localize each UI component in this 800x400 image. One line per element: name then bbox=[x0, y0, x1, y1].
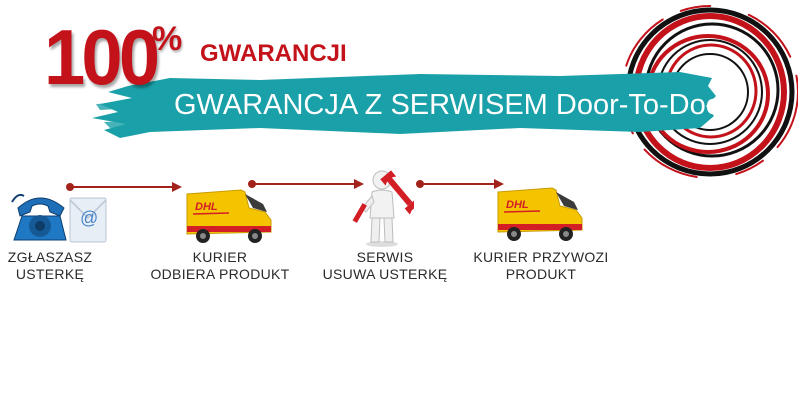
flow-arrow-3 bbox=[416, 179, 504, 189]
dhl-van-icon: DHL bbox=[186, 189, 272, 243]
svg-text:@: @ bbox=[80, 208, 98, 228]
step-2-line1: KURIER bbox=[192, 249, 248, 265]
banner-title: GWARANCJA Z SERWISEM Door-To-Door bbox=[174, 89, 732, 121]
percent-sign: % bbox=[152, 20, 183, 58]
email-icon: @ bbox=[69, 197, 107, 243]
step-3-label: SERWIS USUWA USTERKĘ bbox=[320, 249, 450, 283]
step-1-line1: ZGŁASZASZ bbox=[7, 249, 93, 265]
step-3-line2: USUWA USTERKĘ bbox=[322, 266, 448, 283]
service-man-wrench-icon bbox=[352, 170, 414, 247]
teal-brush-stroke bbox=[92, 72, 716, 138]
guarantee-word: GWARANCJI bbox=[200, 40, 347, 67]
step-1-label: ZGŁASZASZ USTERKĘ bbox=[0, 249, 110, 283]
phone-and-email-icon: @ bbox=[11, 193, 107, 243]
step-1-line2: USTERKĘ bbox=[15, 266, 85, 283]
step-4-line1: KURIER PRZYWOZI bbox=[473, 249, 609, 265]
step-4-label: KURIER PRZYWOZI PRODUKT bbox=[466, 249, 616, 283]
step-4-line2: PRODUKT bbox=[505, 266, 577, 283]
dhl-van-icon-return: DHL bbox=[497, 187, 583, 241]
dhl-logo-text: DHL bbox=[506, 199, 529, 211]
step-3-line1: SERWIS bbox=[356, 249, 414, 265]
step-2-line2: ODBIERA PRODUKT bbox=[150, 266, 290, 283]
flow-arrow-2 bbox=[248, 179, 364, 189]
dhl-logo-text: DHL bbox=[195, 201, 218, 213]
header-banner: 100 % GWARANCJI GWARANCJA Z SERWISEM Doo… bbox=[0, 0, 800, 180]
flow-arrow-1 bbox=[66, 182, 182, 192]
wrench-icon bbox=[380, 170, 414, 215]
hundred-number: 100 bbox=[44, 13, 160, 101]
phone-icon bbox=[11, 193, 67, 241]
step-2-label: KURIER ODBIERA PRODUKT bbox=[145, 249, 295, 283]
